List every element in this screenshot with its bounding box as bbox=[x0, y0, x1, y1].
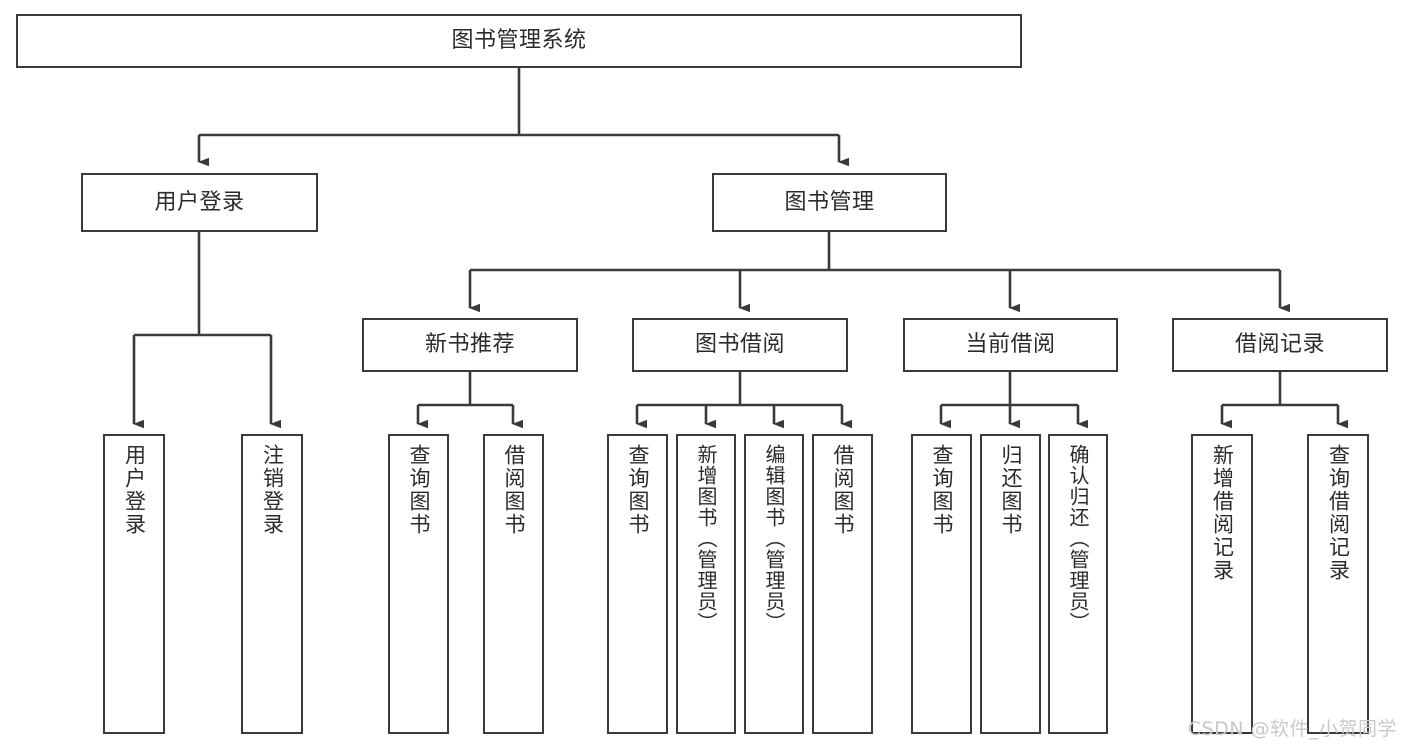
leaf-node-return-book[interactable]: 归还图书 bbox=[980, 434, 1041, 734]
node-label: 借阅记录 bbox=[1234, 332, 1325, 358]
leaf-node-query-book-borrow[interactable]: 查询图书 bbox=[607, 434, 668, 734]
leaf-node-add-borrow-record[interactable]: 新增借阅记录 bbox=[1191, 434, 1253, 734]
node-label: 新增借阅记录 bbox=[1210, 444, 1235, 582]
node-label: 图书借阅 bbox=[694, 332, 785, 358]
node-book-borrow[interactable]: 图书借阅 bbox=[632, 318, 848, 372]
leaf-node-confirm-return-admin[interactable]: 确认归还（管理员） bbox=[1048, 434, 1108, 734]
node-borrow-record[interactable]: 借阅记录 bbox=[1172, 318, 1388, 372]
node-label: 图书管理系统 bbox=[451, 28, 587, 54]
node-label: 注销登录 bbox=[260, 444, 285, 536]
node-label: 查询借阅记录 bbox=[1326, 444, 1351, 582]
leaf-node-borrow-book-new-rec[interactable]: 借阅图书 bbox=[483, 434, 544, 734]
node-label: 新增图书（管理员） bbox=[694, 444, 718, 633]
node-book-manage[interactable]: 图书管理 bbox=[712, 173, 947, 232]
node-label: 编辑图书（管理员） bbox=[762, 444, 786, 633]
leaf-node-user-logout[interactable]: 注销登录 bbox=[241, 434, 303, 734]
leaf-node-user-login[interactable]: 用户登录 bbox=[103, 434, 165, 734]
leaf-node-borrow-book-borrow[interactable]: 借阅图书 bbox=[812, 434, 873, 734]
node-root-book-management-system[interactable]: 图书管理系统 bbox=[16, 14, 1022, 68]
node-label: 用户登录 bbox=[154, 189, 245, 215]
leaf-node-query-borrow-record[interactable]: 查询借阅记录 bbox=[1307, 434, 1369, 734]
node-label: 当前借阅 bbox=[965, 332, 1056, 358]
node-label: 图书管理 bbox=[784, 189, 875, 215]
leaf-node-query-book-new-rec[interactable]: 查询图书 bbox=[388, 434, 449, 734]
node-label: 用户登录 bbox=[122, 444, 147, 536]
node-label: 确认归还（管理员） bbox=[1066, 444, 1090, 633]
node-label: 查询图书 bbox=[930, 444, 954, 536]
node-current-borrow[interactable]: 当前借阅 bbox=[903, 318, 1118, 372]
leaf-node-query-book-current[interactable]: 查询图书 bbox=[911, 434, 972, 734]
node-user-login[interactable]: 用户登录 bbox=[81, 173, 318, 232]
leaf-node-edit-book-admin[interactable]: 编辑图书（管理员） bbox=[744, 434, 804, 734]
node-label: 借阅图书 bbox=[502, 444, 526, 536]
node-label: 查询图书 bbox=[407, 444, 431, 536]
node-label: 归还图书 bbox=[999, 444, 1023, 536]
node-label: 查询图书 bbox=[626, 444, 650, 536]
node-new-book-recommendation[interactable]: 新书推荐 bbox=[362, 318, 578, 372]
csdn-watermark: CSDN @软件_小贺同学 bbox=[1187, 718, 1397, 740]
leaf-node-add-book-admin[interactable]: 新增图书（管理员） bbox=[676, 434, 736, 734]
node-label: 新书推荐 bbox=[424, 332, 515, 358]
node-label: 借阅图书 bbox=[831, 444, 855, 536]
